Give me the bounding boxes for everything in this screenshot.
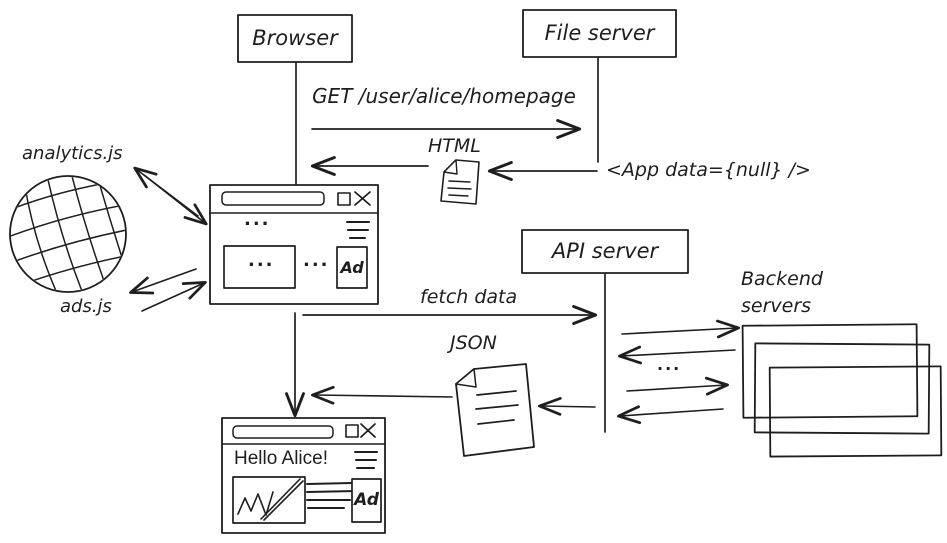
html-response-label: HTML	[428, 135, 481, 157]
line-chart-icon	[237, 478, 304, 521]
app-markup-label: <App data={null} />	[606, 159, 811, 181]
get-request-label: GET /user/alice/homepage	[312, 84, 576, 108]
api-to-backend-arrow-1	[621, 319, 740, 339]
analytics-script-label: analytics.js	[22, 143, 123, 164]
backend-servers-label-line2: servers	[741, 295, 812, 317]
file-server-node-box	[522, 9, 677, 58]
backend-server-rect-1	[741, 323, 919, 419]
text-lines-icon	[306, 482, 358, 509]
backend-to-api-arrow-1	[618, 345, 736, 365]
json-to-window-arrow	[311, 385, 453, 405]
globe-icon	[0, 165, 139, 300]
rendered-heading: Hello Alice!	[234, 448, 328, 469]
backend-to-api-arrow-2	[617, 405, 724, 425]
browser-node-box	[237, 14, 353, 63]
ads-request-arrow	[129, 268, 197, 295]
ad-box	[351, 478, 382, 523]
close-icon	[360, 423, 376, 438]
skeleton-main-ellipsis: ...	[248, 250, 275, 271]
hamburger-icon	[354, 451, 378, 469]
backend-servers-label: Backend servers	[741, 266, 823, 320]
content-placeholder-box	[223, 245, 296, 289]
backend-servers-icon	[741, 323, 943, 458]
rendered-browser-window	[221, 417, 386, 534]
api-server-node-label: API server	[551, 238, 659, 263]
file-server-node-label: File server	[544, 20, 655, 45]
ad-box	[336, 246, 368, 289]
url-bar	[221, 191, 325, 206]
backend-server-rect-2	[753, 342, 931, 435]
hamburger-icon	[346, 221, 370, 239]
skeleton-side-ellipsis: ...	[303, 250, 330, 271]
rendered-ad-label: Ad	[354, 490, 379, 511]
url-bar	[232, 425, 334, 439]
html-document-icon	[440, 159, 480, 205]
fetch-data-label: fetch data	[420, 286, 518, 308]
skeleton-browser-window	[209, 184, 379, 305]
backend-exchange-ellipsis: ...	[657, 355, 682, 374]
analytics-response-arrow	[143, 174, 208, 226]
json-from-api-arrow	[538, 396, 596, 416]
skeleton-menu-ellipsis: ...	[244, 209, 271, 230]
skeleton-ad-label: Ad	[340, 257, 364, 277]
chart-box	[232, 476, 306, 524]
maximize-icon	[345, 424, 359, 438]
ads-script-label: ads.js	[60, 296, 112, 317]
browser-node-label: Browser	[252, 25, 338, 50]
backend-servers-label-line1: Backend	[741, 268, 823, 290]
backend-server-rect-3	[768, 365, 943, 458]
api-server-node-box	[521, 229, 689, 274]
json-document-icon	[455, 363, 535, 457]
maximize-icon	[337, 192, 351, 206]
ads-response-arrow	[141, 280, 207, 312]
api-to-backend-arrow-2	[626, 376, 729, 396]
close-icon	[354, 191, 371, 206]
json-response-label: JSON	[450, 332, 497, 354]
